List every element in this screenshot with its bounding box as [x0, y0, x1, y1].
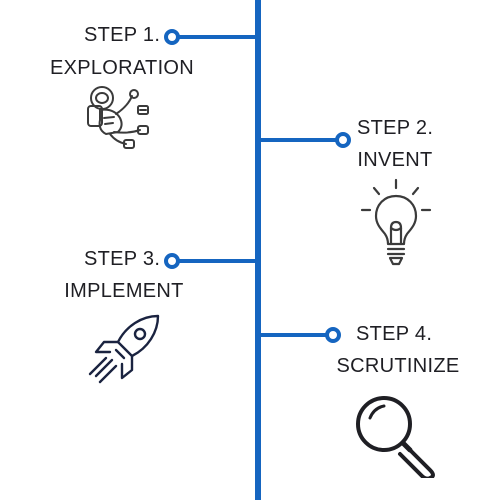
step-3-node [164, 253, 180, 269]
step-4-node [325, 327, 341, 343]
step-3-name: IMPLEMENT [64, 280, 184, 302]
step-3-heading: STEP 3. [84, 248, 161, 270]
step-1-node [164, 29, 180, 45]
rocket-icon [88, 314, 160, 384]
astronaut-icon [87, 86, 149, 149]
lightbulb-icon [360, 178, 432, 266]
step-1-heading: STEP 1. [84, 24, 161, 46]
step-4-name: SCRUTINIZE [336, 355, 460, 377]
step-4-heading: STEP 4. [356, 323, 433, 345]
step-2-heading: STEP 2. [357, 117, 434, 139]
magnifier-icon [356, 396, 435, 478]
step-2-node [335, 132, 351, 148]
step-1-name: EXPLORATION [49, 57, 195, 79]
step-2-name: INVENT [357, 149, 433, 171]
